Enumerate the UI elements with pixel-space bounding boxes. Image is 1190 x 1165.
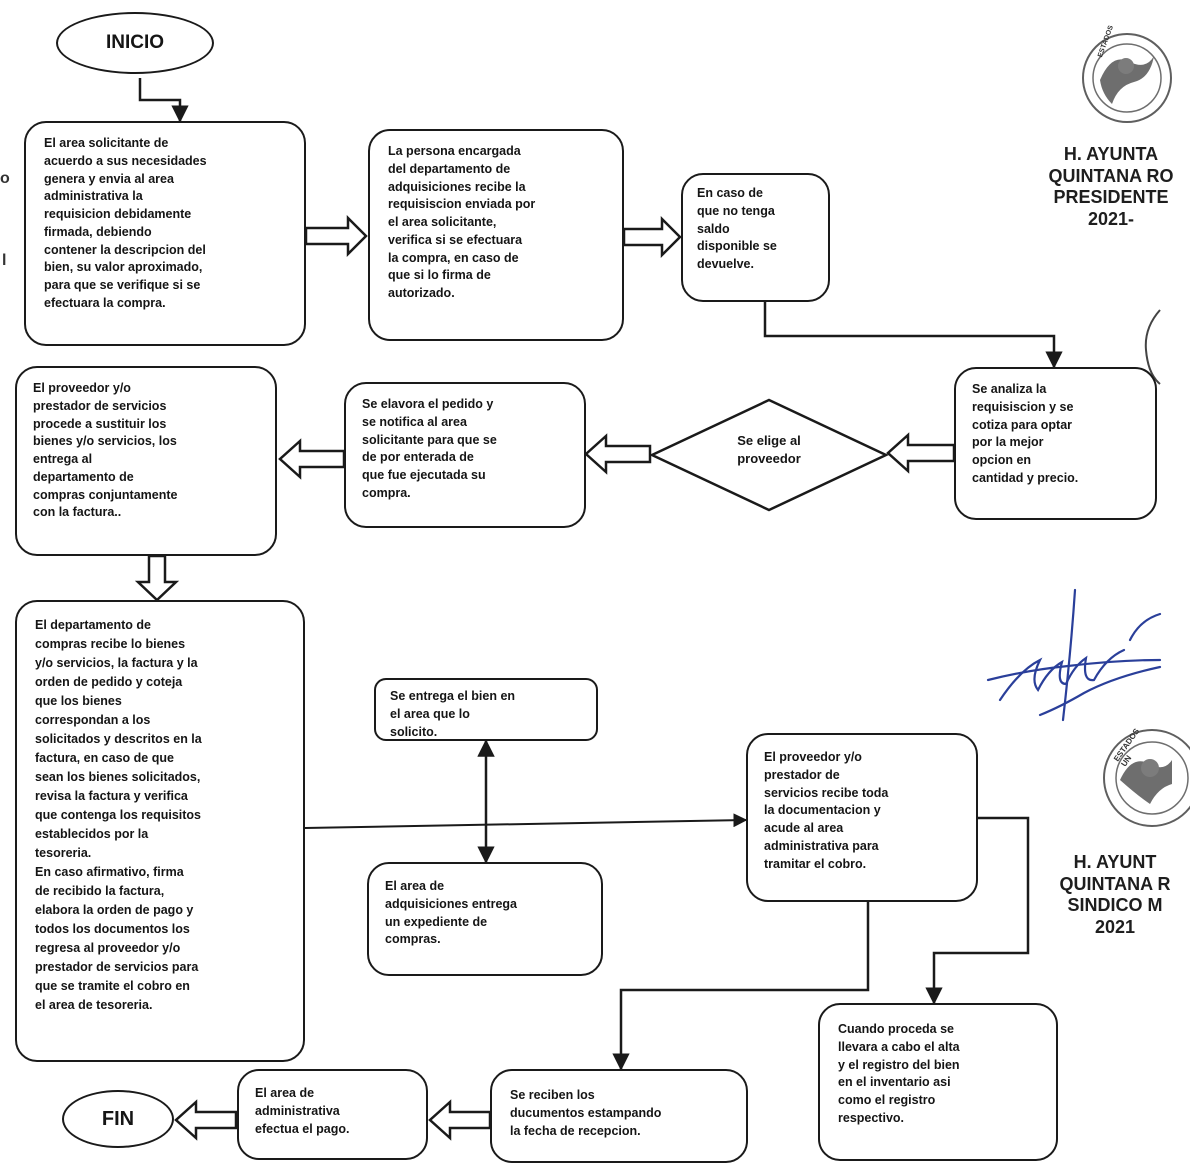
connector-step3-to-step4 <box>763 302 1063 369</box>
step-3-no-balance-return: En caso de que no tenga saldo disponible… <box>681 173 830 302</box>
step-10-supplier-collection: El proveedor y/o prestador de servicios … <box>746 733 978 902</box>
step-11-inventory-registration: Cuando proceda se llevara a cabo el alta… <box>818 1003 1058 1161</box>
connector-step10-to-step11 <box>925 816 1030 1005</box>
decision-diamond <box>649 398 889 512</box>
flowchart-canvas <box>134 33 1190 1141</box>
step-1-request-generation: El area solicitante de acuerdo a sus nec… <box>24 121 306 346</box>
step-6-supplier-delivery: El proveedor y/o prestador de servicios … <box>15 366 277 556</box>
block-arrow-step6-to-step7 <box>134 554 180 602</box>
step-8-deliver-goods: Se entrega el bien en el area que lo sol… <box>374 678 598 741</box>
step-2-acquisitions-review: La persona encargada del departamento de… <box>368 129 624 341</box>
step-12-receive-documents: Se reciben los ducumentos estampando la … <box>490 1069 748 1163</box>
decision-label: Se elige al proveedor <box>737 433 801 466</box>
stamp-text-top: H. AYUNTA QUINTANA RO PRESIDENTE 2021- <box>1048 144 1174 229</box>
block-arrow-step12-to-step13 <box>428 1099 492 1141</box>
connector-step7-to-step10 <box>304 813 748 829</box>
block-arrow-step13-to-end <box>174 1099 238 1141</box>
block-arrow-step2-to-step3 <box>622 215 682 259</box>
block-arrow-step5-to-step6 <box>278 438 346 480</box>
start-terminal: INICIO <box>56 12 214 74</box>
step-13-administrative-payment: El area de administrativa efectua el pag… <box>237 1069 428 1160</box>
block-arrow-decision-to-step5 <box>584 433 652 475</box>
connector-start-to-step1 <box>138 78 189 123</box>
end-terminal: FIN <box>62 1090 174 1148</box>
step-5-order-notification: Se elavora el pedido y se notifica al ar… <box>344 382 586 528</box>
step-4-analyze-and-quote: Se analiza la requisiscion y se cotiza p… <box>954 367 1157 520</box>
seal-top <box>1082 33 1172 123</box>
step-9-acquisitions-file: El area de adquisiciones entrega un expe… <box>367 862 603 976</box>
step-7-purchases-verification: El departamento de compras recibe lo bie… <box>15 600 305 1062</box>
edge-fragment-2: l <box>2 252 7 269</box>
block-arrow-step1-to-step2 <box>304 214 368 258</box>
seal-bottom <box>1103 729 1190 827</box>
handwritten-signature <box>986 588 1162 722</box>
stamp-text-bottom: H. AYUNT QUINTANA R SINDICO M 2021 <box>1059 852 1171 937</box>
edge-fragment-1: o <box>0 170 10 187</box>
connector-step10-to-step12 <box>612 902 870 1071</box>
block-arrow-step4-to-decision <box>886 432 956 474</box>
